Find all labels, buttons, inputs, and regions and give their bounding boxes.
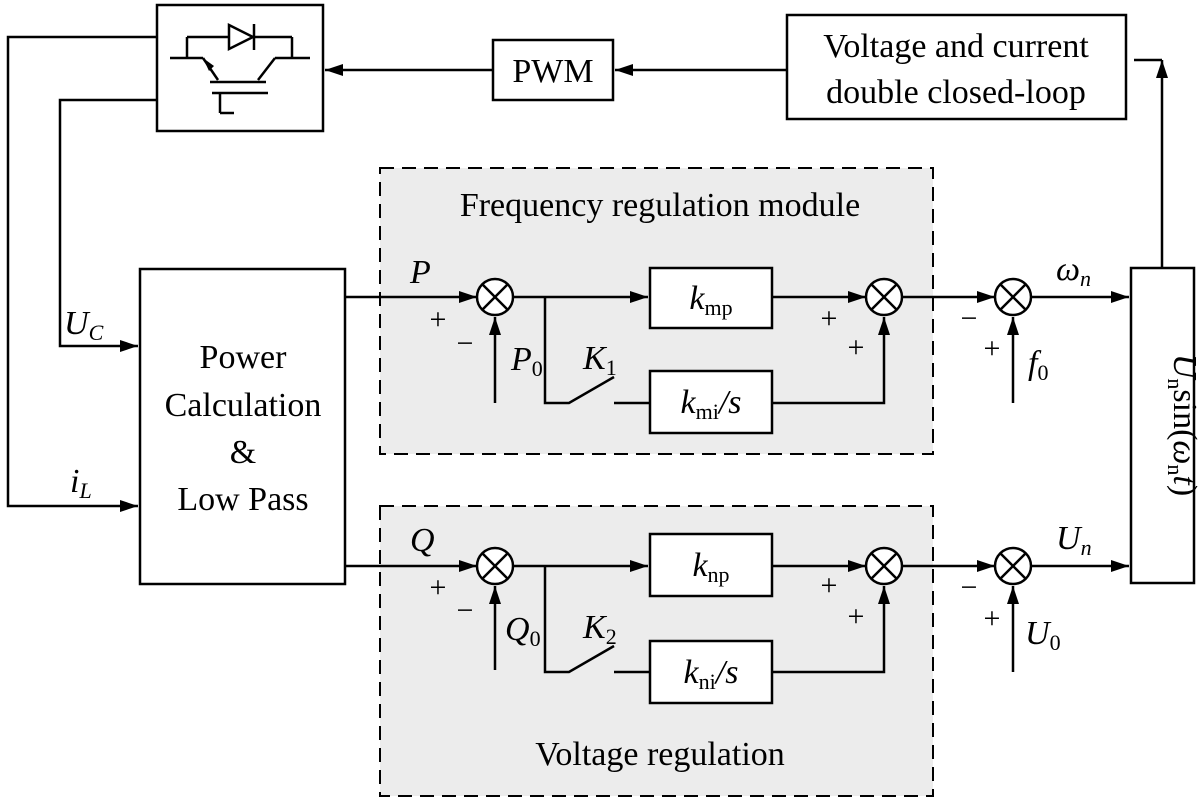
sign-plus-kmi: + <box>848 331 865 364</box>
signal-q-label: Q <box>410 522 435 559</box>
svg-text:kmi/s: kmi/s <box>680 384 741 424</box>
summing-junction-un <box>993 546 1033 586</box>
knp-block: knp <box>648 532 774 598</box>
kni-block: kni/s <box>648 639 774 705</box>
inverter-switch-block <box>155 3 325 133</box>
vc-loop-label-line1: Voltage and current <box>823 28 1089 65</box>
wire-kmi-to-sum2 <box>772 317 890 405</box>
summing-junction-q <box>475 546 515 586</box>
wire-sum1-to-k1 <box>543 297 615 405</box>
diode-igbt-icon <box>170 22 310 115</box>
signal-q0-label: Q0 <box>505 611 541 651</box>
wire-kni-to-sum5 <box>772 586 890 674</box>
voltage-current-loop-block: Voltage and current double closed-loop <box>785 13 1128 121</box>
power-calc-line3: & <box>230 434 256 471</box>
voltage-region-title: Voltage regulation <box>535 736 785 773</box>
power-calculation-block: Power Calculation & Low Pass <box>138 267 347 586</box>
vc-loop-label-line2: double closed-loop <box>826 74 1086 111</box>
power-calc-line1: Power <box>200 339 288 376</box>
signal-uc-label: UC <box>64 305 104 345</box>
sign-minus-un: − <box>961 571 978 604</box>
wire-il-feedback <box>6 35 157 512</box>
signal-p0-label: P0 <box>510 341 543 381</box>
pwm-block: PWM <box>491 38 615 102</box>
svg-text:knp: knp <box>692 547 729 587</box>
frequency-region-title: Frequency regulation module <box>460 187 860 224</box>
switch-k2-label: K2 <box>582 609 617 649</box>
kmi-block: kmi/s <box>648 369 774 435</box>
output-sinusoid-block: Unsin(ωnt) <box>1129 266 1200 585</box>
summing-junction-p <box>475 277 515 317</box>
sign-plus-p: + <box>430 303 447 336</box>
wire-uc-feedback <box>58 98 157 352</box>
pwm-label: PWM <box>512 53 593 90</box>
sign-plus-q: + <box>430 571 447 604</box>
kmp-block: kmp <box>648 266 774 330</box>
svg-text:Unsin(ωnt): Unsin(ωnt) <box>1163 354 1200 496</box>
sign-plus-kmp: + <box>821 302 838 335</box>
switch-k1-label: K1 <box>582 340 617 380</box>
power-calc-line2: Calculation <box>165 387 322 424</box>
signal-p-label: P <box>409 254 431 291</box>
wire-sum4-to-k2 <box>543 566 615 674</box>
signal-u0-label: U0 <box>1025 615 1061 655</box>
sign-plus-knp: + <box>821 569 838 602</box>
signal-f0-label: f0 <box>1028 345 1048 385</box>
sign-minus-omega: − <box>961 302 978 335</box>
sign-minus-p0: − <box>457 327 474 360</box>
power-calc-line4: Low Pass <box>177 481 308 518</box>
signal-il-label: iL <box>70 463 92 503</box>
svg-text:kni/s: kni/s <box>684 654 739 694</box>
sign-plus-u0: + <box>984 602 1001 635</box>
sign-plus-f0: + <box>984 332 1001 365</box>
summing-junction-omega <box>993 277 1033 317</box>
signal-omega-n-label: ωn <box>1056 251 1091 291</box>
sign-minus-q0: − <box>457 594 474 627</box>
signal-un-label: Un <box>1056 520 1092 560</box>
sign-plus-kni: + <box>848 600 865 633</box>
summing-junction-freq-pi <box>864 277 904 317</box>
svg-text:kmp: kmp <box>689 280 732 320</box>
summing-junction-volt-pi <box>864 546 904 586</box>
